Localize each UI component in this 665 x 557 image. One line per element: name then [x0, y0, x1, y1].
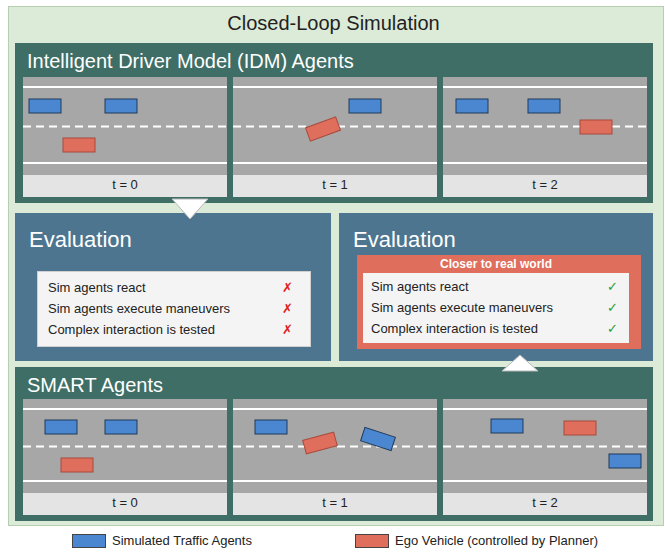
road [443, 399, 647, 493]
criteria-box: Sim agents react ✗ Sim agents execute mane… [37, 271, 311, 347]
lane-edge [233, 162, 437, 164]
time-frame: t = 0 [23, 399, 233, 515]
time-bar [443, 175, 647, 197]
legend-entry: Ego Vehicle (controlled by Planner) [355, 533, 598, 549]
time-frame: t = 2 [443, 77, 653, 197]
lane-edge [233, 480, 437, 482]
ego-vehicle [564, 421, 596, 435]
time-frame: t = 1 [233, 77, 443, 197]
panel-title: Intelligent Driver Model (IDM) Agents [27, 49, 354, 73]
traffic-agent [45, 420, 77, 434]
ego-vehicle [580, 120, 612, 134]
time-label: t = 2 [443, 177, 647, 193]
lane-divider [443, 126, 647, 128]
pass-mark: ✓ [607, 300, 618, 316]
time-label: t = 1 [233, 495, 437, 511]
time-bar [23, 175, 227, 197]
panel-title: SMART Agents [27, 373, 163, 397]
evaluation-panel: EvaluationCloser to real worldSim agents… [339, 213, 653, 361]
legend-entry: Simulated Traffic Agents [72, 533, 252, 549]
lane-edge [23, 162, 227, 164]
evaluation-title: Evaluation [29, 227, 132, 253]
flow-arrow [502, 355, 538, 371]
criterion-text: Sim agents react [371, 279, 469, 295]
lane-edge [23, 408, 227, 410]
traffic-agent [456, 99, 488, 113]
evaluation-title: Evaluation [353, 227, 456, 253]
time-frame: t = 1 [233, 399, 443, 515]
criterion-text: Sim agents execute maneuvers [48, 301, 230, 317]
fail-mark: ✗ [282, 322, 293, 338]
lane-divider [23, 446, 227, 448]
lane-edge [233, 408, 437, 410]
evaluation-panel: EvaluationSim agents react ✗ Sim agents ex… [15, 213, 331, 361]
time-label: t = 0 [23, 495, 227, 511]
road [443, 77, 647, 175]
criterion-text: Sim agents react [48, 280, 146, 296]
time-frame: t = 2 [443, 399, 653, 515]
lane-edge [443, 480, 647, 482]
time-label: t = 0 [23, 177, 227, 193]
legend-text: Simulated Traffic Agents [112, 533, 252, 549]
pass-mark: ✓ [607, 279, 618, 295]
ego-vehicle [61, 458, 93, 472]
legend-swatch [72, 534, 106, 548]
time-bar [233, 493, 437, 515]
time-label: t = 1 [233, 177, 437, 193]
ego-vehicle [63, 138, 95, 152]
criterion-text: Sim agents execute maneuvers [371, 300, 553, 316]
legend-text: Ego Vehicle (controlled by Planner) [395, 533, 598, 549]
lane-divider [443, 446, 647, 448]
simulation-panel: Closed-Loop SimulationIntelligent Driver… [8, 6, 664, 526]
agent-panel: Intelligent Driver Model (IDM) Agents t =… [15, 43, 653, 203]
time-bar [443, 493, 647, 515]
ego-vehicle [303, 432, 338, 454]
criterion-text: Complex interaction is tested [48, 322, 215, 338]
traffic-agent [105, 420, 137, 434]
road [233, 77, 437, 175]
lane-edge [233, 86, 437, 88]
traffic-agent [349, 99, 381, 113]
criterion-text: Complex interaction is tested [371, 321, 538, 337]
fail-mark: ✗ [282, 301, 293, 317]
pass-mark: ✓ [607, 321, 618, 337]
fail-mark: ✗ [282, 280, 293, 296]
ego-vehicle [306, 117, 341, 141]
road [233, 399, 437, 493]
highlight-header: Closer to real world [357, 257, 635, 271]
lane-edge [443, 162, 647, 164]
lane-edge [443, 408, 647, 410]
road [23, 77, 227, 175]
time-bar [233, 175, 437, 197]
traffic-agent [29, 99, 61, 113]
lane-divider [23, 126, 227, 128]
traffic-agent [528, 99, 560, 113]
traffic-agent [105, 99, 137, 113]
traffic-agent [255, 420, 287, 434]
panel-title: Closed-Loop Simulation [9, 11, 658, 35]
road [23, 399, 227, 493]
flow-arrow [172, 199, 208, 219]
agent-panel: SMART Agents t = 0 t = 1 t = 2 [15, 367, 653, 521]
traffic-agent [491, 419, 523, 433]
traffic-agent [361, 427, 396, 450]
lane-edge [23, 86, 227, 88]
lane-edge [23, 480, 227, 482]
traffic-agent [609, 454, 641, 468]
time-bar [23, 493, 227, 515]
lane-edge [443, 86, 647, 88]
time-label: t = 2 [443, 495, 647, 511]
criteria-box: Closer to real worldSim agents react ✓ Sim… [357, 255, 641, 349]
time-frame: t = 0 [23, 77, 233, 197]
legend-swatch [355, 534, 389, 548]
